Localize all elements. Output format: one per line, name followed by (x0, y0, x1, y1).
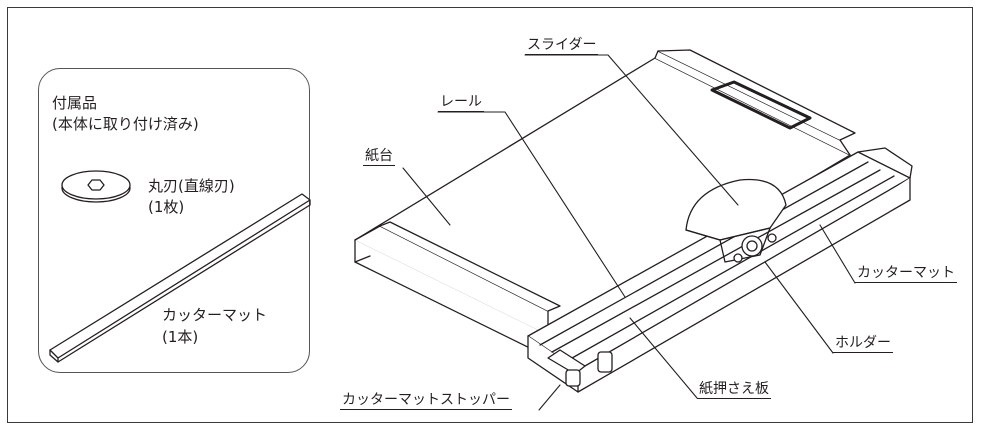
mat-strip-icon (49, 193, 311, 363)
label-cutter-mat: カッターマット (855, 265, 957, 283)
label-paper-press: 紙押さえ板 (697, 381, 771, 399)
label-holder: ホルダー (833, 335, 893, 353)
label-rail: レール (438, 94, 484, 112)
label-slider: スライダー (525, 37, 599, 55)
accessories-title: 付属品 (52, 94, 98, 112)
rail-assembly (527, 147, 913, 393)
mat-name-label: カッターマット (162, 306, 268, 324)
leader-lines (402, 54, 856, 411)
accessories-panel (38, 68, 310, 373)
blade-name-label: 丸刃(直線刃) (148, 177, 235, 195)
mat-qty-label: (1本) (162, 328, 199, 346)
blade-qty-label: (1枚) (148, 198, 185, 216)
label-mat-stopper: カッターマットストッパー (340, 392, 512, 410)
figure-frame (7, 7, 973, 423)
round-blade-icon (61, 170, 131, 203)
label-base: 紙台 (363, 148, 395, 166)
slider-assembly (685, 178, 787, 263)
accessories-subtitle: (本体に取り付け済み) (52, 115, 199, 133)
base-body (354, 49, 856, 358)
